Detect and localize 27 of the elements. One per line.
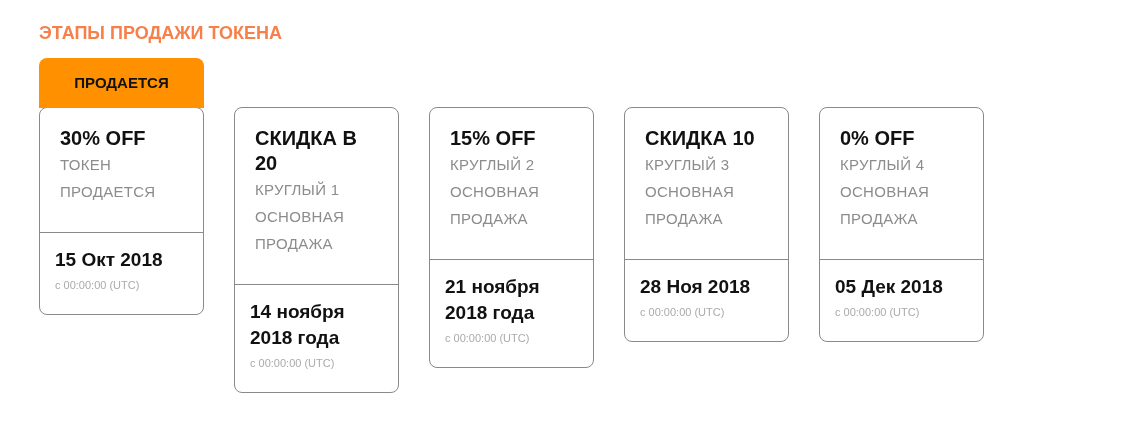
discount-heading: 15% OFF: [450, 126, 537, 151]
discount-heading: СКИДКА В 20: [255, 126, 358, 176]
stage-date: 15 Окт 2018: [55, 248, 164, 272]
start-time: с 00:00:00 (UTC): [640, 305, 726, 320]
sale-stage-card: [429, 107, 594, 368]
discount-heading: 30% OFF: [60, 126, 147, 151]
sale-stage-card: [819, 107, 984, 342]
sale-stage-card: [39, 107, 204, 315]
stage-date: 21 ноября 2018 года: [445, 275, 541, 325]
start-time: с 00:00:00 (UTC): [835, 305, 921, 320]
start-time: с 00:00:00 (UTC): [250, 356, 336, 371]
stage-description: КРУГЛЫЙ 2 ОСНОВНАЯ ПРОДАЖА: [450, 155, 541, 229]
stage-date: 28 Ноя 2018: [640, 275, 752, 299]
stage-date: 14 ноября 2018 года: [250, 300, 346, 350]
sale-stage-card: [624, 107, 789, 342]
stage-description: ТОКЕН ПРОДАЕТСЯ: [60, 155, 157, 202]
start-time: с 00:00:00 (UTC): [445, 331, 531, 346]
discount-heading: СКИДКА 10: [645, 126, 756, 151]
discount-heading: 0% OFF: [840, 126, 916, 151]
status-tab: ПРОДАЕТСЯ: [39, 58, 204, 108]
page-title: ЭТАПЫ ПРОДАЖИ ТОКЕНА: [39, 22, 283, 44]
stage-date: 05 Дек 2018: [835, 275, 944, 299]
stage-description: КРУГЛЫЙ 3 ОСНОВНАЯ ПРОДАЖА: [645, 155, 736, 229]
start-time: с 00:00:00 (UTC): [55, 278, 141, 293]
sale-stage-card: [234, 107, 399, 393]
stage-description: КРУГЛЫЙ 1 ОСНОВНАЯ ПРОДАЖА: [255, 180, 346, 254]
stage-description: КРУГЛЫЙ 4 ОСНОВНАЯ ПРОДАЖА: [840, 155, 931, 229]
